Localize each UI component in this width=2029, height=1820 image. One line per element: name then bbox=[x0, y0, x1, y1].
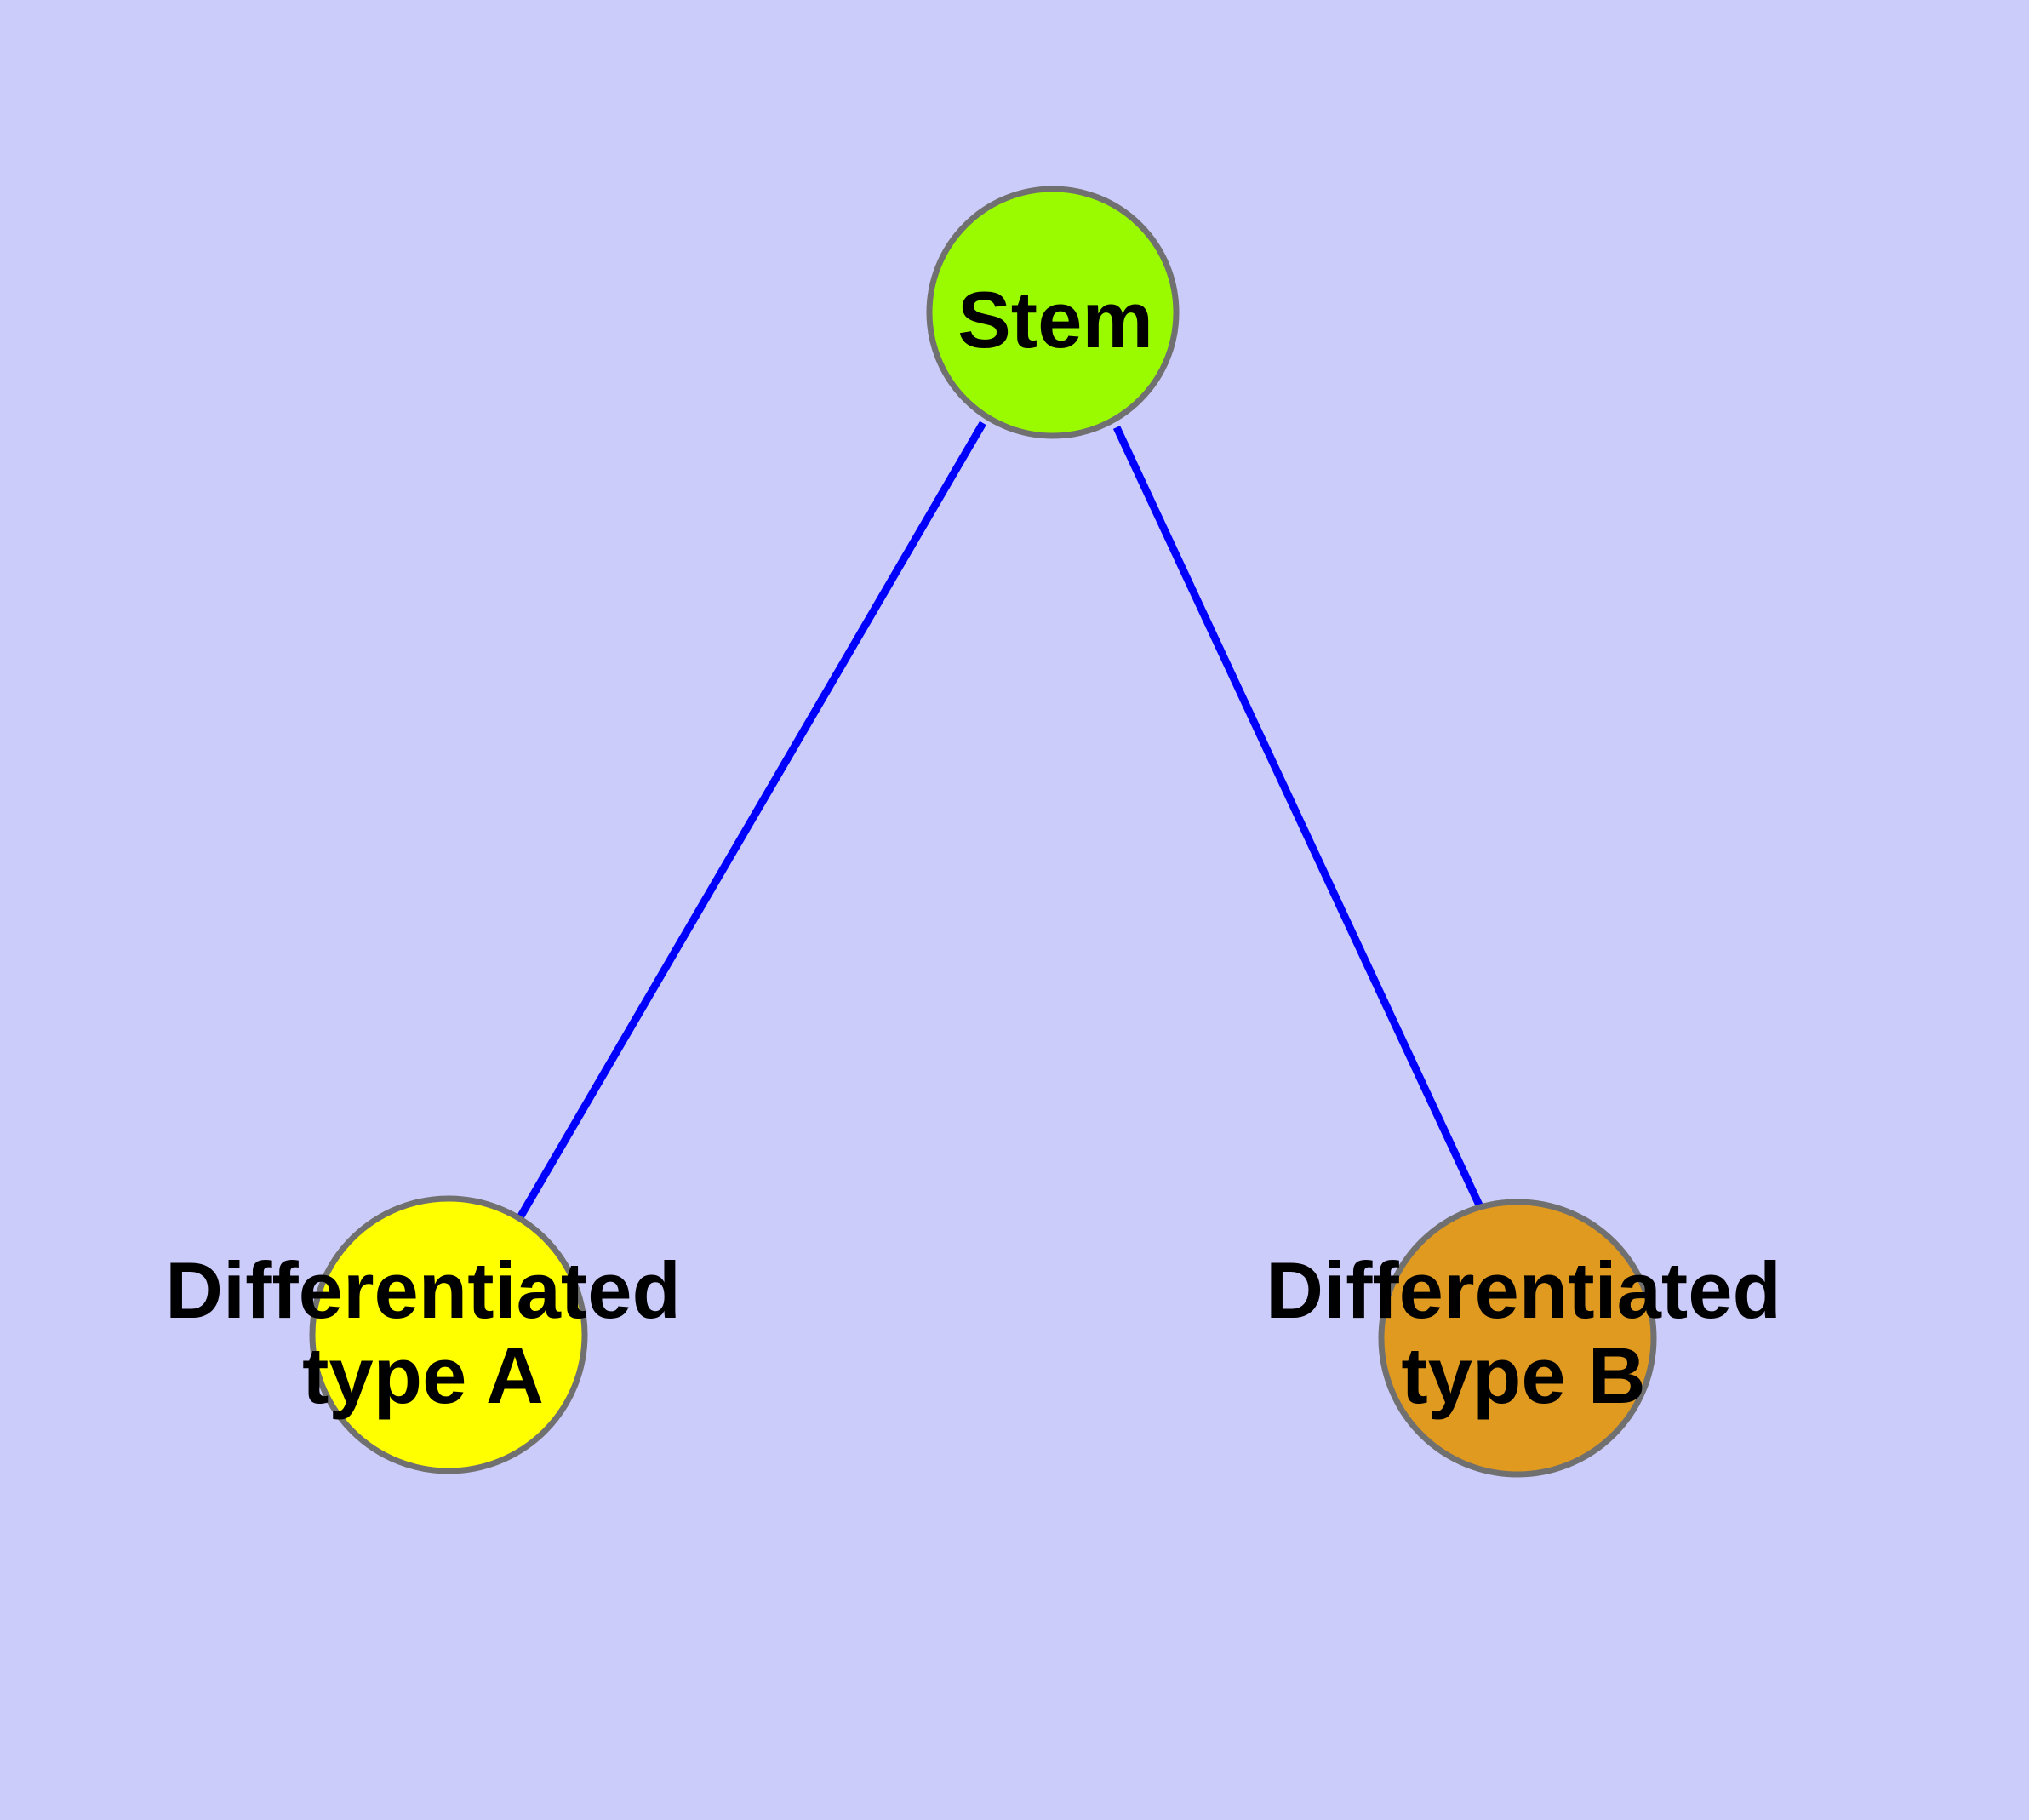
edge-layer bbox=[513, 421, 1492, 1226]
node-label-line: type B bbox=[1401, 1331, 1645, 1420]
node-stem[interactable] bbox=[926, 186, 1180, 439]
node-label-line: Differentiated bbox=[1266, 1245, 1781, 1335]
node-differentiated-type-a[interactable] bbox=[309, 1195, 588, 1474]
node-label-line: type A bbox=[302, 1331, 544, 1420]
node-label-stem: Stem bbox=[957, 275, 1153, 364]
edge-stem-to-differentiated-type-a bbox=[513, 421, 986, 1226]
node-differentiated-type-b[interactable] bbox=[1378, 1199, 1657, 1478]
node-label-line: Stem bbox=[957, 275, 1153, 364]
node-label-line: Differentiated bbox=[165, 1245, 681, 1335]
node-layer bbox=[309, 186, 1657, 1478]
edge-stem-to-differentiated-type-b bbox=[1112, 426, 1492, 1225]
